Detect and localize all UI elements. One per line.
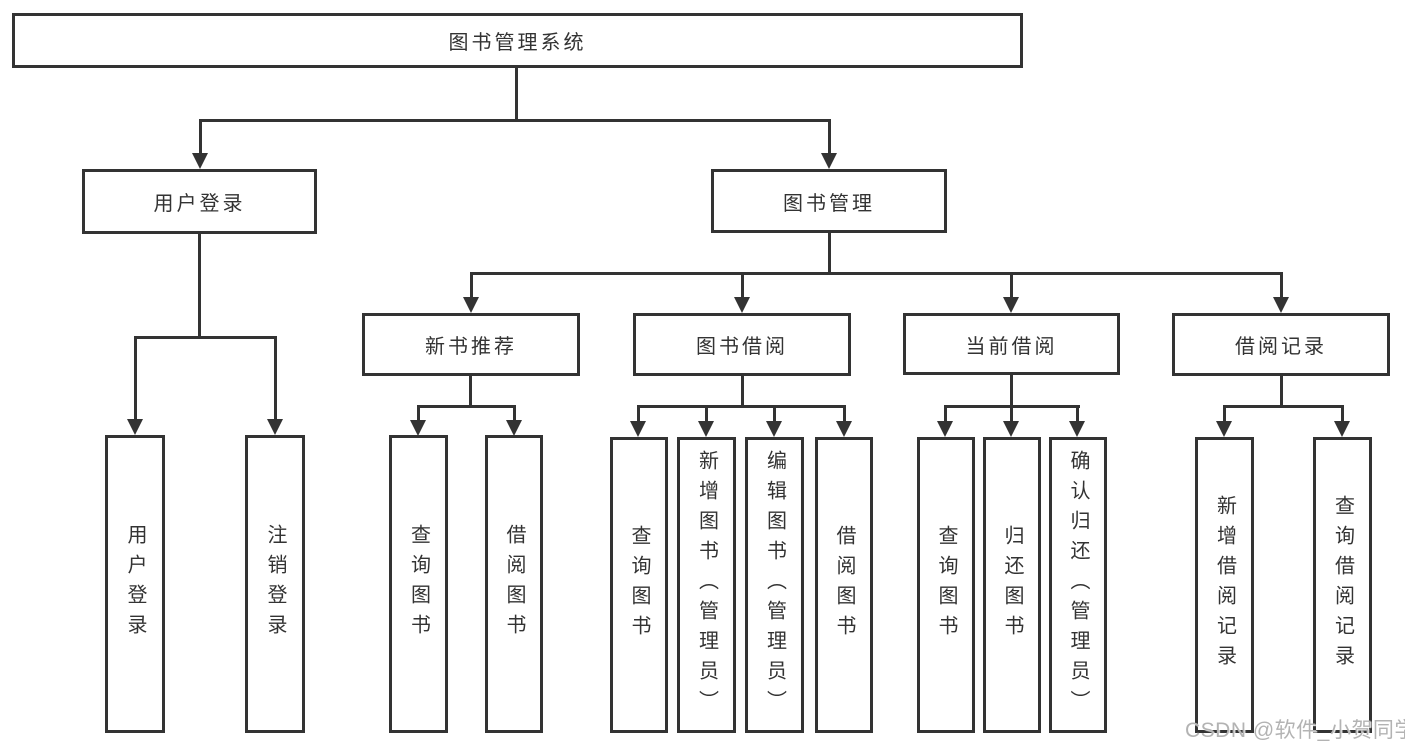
connector-stem-leaf bbox=[1341, 405, 1344, 423]
connector-stem-level3 bbox=[470, 272, 473, 299]
node-current-borrow: 当前借阅 bbox=[903, 313, 1120, 375]
connector-mgmt-hline bbox=[470, 272, 1282, 275]
connector-stem-book-mgmt bbox=[828, 119, 831, 155]
connector-mgmt-vline bbox=[828, 233, 831, 275]
connector-current-vline bbox=[1010, 375, 1013, 408]
leaf-add-book-admin-label: 新增图书（管理员） bbox=[695, 450, 718, 720]
arrow-down-icon bbox=[1216, 421, 1232, 437]
arrow-down-icon bbox=[267, 419, 283, 435]
leaf-query-book-borrow-label: 查询图书 bbox=[628, 525, 650, 645]
connector-stem-leaf bbox=[134, 336, 137, 422]
leaf-logout-label: 注销登录 bbox=[264, 524, 286, 644]
connector-stem-leaf bbox=[843, 405, 846, 423]
arrow-down-icon bbox=[1003, 421, 1019, 437]
arrow-down-icon bbox=[698, 421, 714, 437]
node-library-system-label: 图书管理系统 bbox=[448, 32, 587, 54]
arrow-down-icon bbox=[937, 421, 953, 437]
connector-borrow-hline bbox=[637, 405, 846, 408]
arrow-down-icon bbox=[506, 420, 522, 436]
leaf-query-borrow-record: 查询借阅记录 bbox=[1313, 437, 1372, 733]
node-book-borrow: 图书借阅 bbox=[633, 313, 851, 376]
node-library-system: 图书管理系统 bbox=[12, 13, 1023, 68]
arrow-down-icon bbox=[463, 297, 479, 313]
leaf-user-login: 用户登录 bbox=[105, 435, 165, 733]
connector-user-hline bbox=[134, 336, 277, 339]
node-new-book-recommend-label: 新书推荐 bbox=[425, 336, 517, 358]
node-book-management-label: 图书管理 bbox=[783, 192, 875, 215]
arrow-down-icon bbox=[192, 153, 208, 169]
connector-stem-leaf bbox=[773, 405, 776, 423]
arrow-down-icon bbox=[410, 420, 426, 436]
node-book-borrow-label: 图书借阅 bbox=[696, 336, 788, 358]
connector-stem-leaf bbox=[944, 405, 947, 423]
leaf-confirm-return-admin-label: 确认归还（管理员） bbox=[1067, 450, 1089, 720]
connector-recommend-vline bbox=[469, 376, 472, 408]
leaf-borrow-book-label: 借阅图书 bbox=[833, 525, 855, 645]
node-book-management: 图书管理 bbox=[711, 169, 947, 233]
connector-stem-leaf bbox=[1076, 405, 1079, 423]
connector-stem-leaf bbox=[513, 405, 516, 423]
connector-records-vline bbox=[1280, 376, 1283, 408]
leaf-query-book-borrow: 查询图书 bbox=[610, 437, 668, 733]
connector-stem-level3 bbox=[741, 272, 744, 299]
arrow-down-icon bbox=[734, 297, 750, 313]
arrow-down-icon bbox=[127, 419, 143, 435]
watermark: CSDN @软件_小贺同学 bbox=[1185, 719, 1405, 742]
node-borrow-records-label: 借阅记录 bbox=[1235, 336, 1327, 358]
connector-recommend-hline bbox=[417, 405, 516, 408]
leaf-logout: 注销登录 bbox=[245, 435, 305, 733]
leaf-borrow-book-recommend-label: 借阅图书 bbox=[503, 524, 525, 644]
leaf-edit-book-admin-label: 编辑图书（管理员） bbox=[763, 450, 786, 720]
connector-stem-leaf bbox=[274, 336, 277, 422]
connector-stem-leaf bbox=[1223, 405, 1226, 423]
leaf-user-login-label: 用户登录 bbox=[124, 524, 146, 644]
connector-stem-leaf bbox=[417, 405, 420, 423]
connector-root-vline bbox=[515, 68, 518, 122]
connector-stem-leaf bbox=[637, 405, 640, 423]
node-user-login: 用户登录 bbox=[82, 169, 317, 234]
leaf-add-borrow-record: 新增借阅记录 bbox=[1195, 437, 1254, 733]
connector-stem-user-login bbox=[199, 119, 202, 155]
arrow-down-icon bbox=[1069, 421, 1085, 437]
leaf-borrow-book-recommend: 借阅图书 bbox=[485, 435, 543, 733]
arrow-down-icon bbox=[1003, 297, 1019, 313]
arrow-down-icon bbox=[1273, 297, 1289, 313]
connector-stem-level3 bbox=[1280, 272, 1283, 299]
connector-records-hline bbox=[1223, 405, 1344, 408]
arrow-down-icon bbox=[821, 153, 837, 169]
arrow-down-icon bbox=[766, 421, 782, 437]
arrow-down-icon bbox=[630, 421, 646, 437]
node-borrow-records: 借阅记录 bbox=[1172, 313, 1390, 376]
connector-stem-level3 bbox=[1010, 272, 1013, 299]
leaf-query-book-current-label: 查询图书 bbox=[935, 525, 957, 645]
leaf-confirm-return-admin: 确认归还（管理员） bbox=[1049, 437, 1107, 733]
leaf-add-borrow-record-label: 新增借阅记录 bbox=[1213, 495, 1236, 675]
leaf-return-book: 归还图书 bbox=[983, 437, 1041, 733]
leaf-query-book-current: 查询图书 bbox=[917, 437, 975, 733]
leaf-edit-book-admin: 编辑图书（管理员） bbox=[745, 437, 804, 733]
node-user-login-label: 用户登录 bbox=[153, 193, 246, 215]
connector-stem-leaf bbox=[705, 405, 708, 423]
arrow-down-icon bbox=[1334, 421, 1350, 437]
leaf-query-borrow-record-label: 查询借阅记录 bbox=[1331, 495, 1354, 675]
leaf-query-book-recommend-label: 查询图书 bbox=[407, 524, 430, 644]
node-new-book-recommend: 新书推荐 bbox=[362, 313, 580, 376]
connector-user-vline bbox=[198, 234, 201, 339]
connector-stem-leaf bbox=[1010, 405, 1013, 423]
leaf-add-book-admin: 新增图书（管理员） bbox=[677, 437, 736, 733]
leaf-return-book-label: 归还图书 bbox=[1001, 525, 1023, 645]
leaf-borrow-book: 借阅图书 bbox=[815, 437, 873, 733]
connector-root-hline bbox=[199, 119, 831, 122]
connector-borrow-vline bbox=[741, 376, 744, 408]
leaf-query-book-recommend: 查询图书 bbox=[389, 435, 448, 733]
node-current-borrow-label: 当前借阅 bbox=[965, 335, 1058, 358]
arrow-down-icon bbox=[836, 421, 852, 437]
